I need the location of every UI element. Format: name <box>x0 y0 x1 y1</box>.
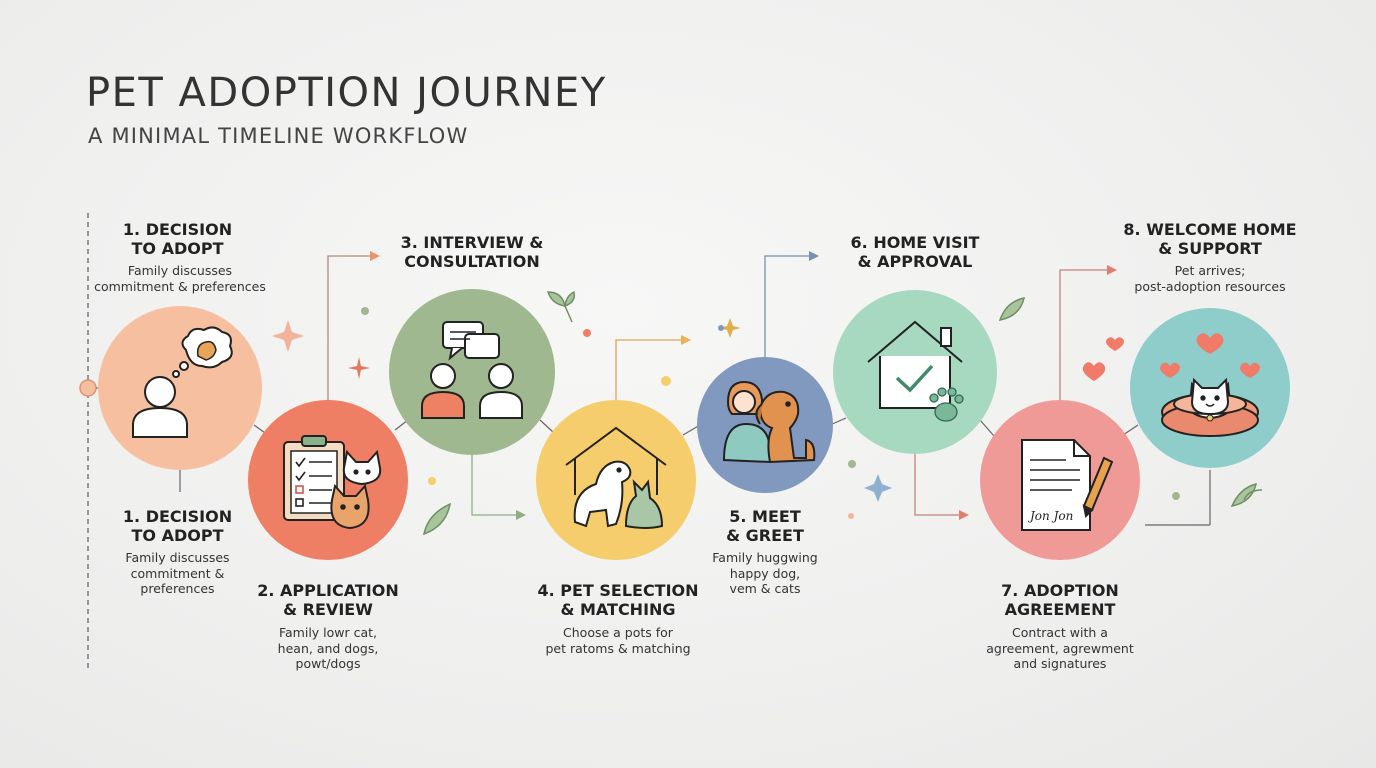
step-3-title: 3. INTERVIEW & CONSULTATION <box>400 233 544 271</box>
step-4-title: 4. PET SELECTION & MATCHING <box>537 581 699 619</box>
timeline-start-node <box>79 379 97 397</box>
step-1-duplicate-desc: Family discusses commitment & preference… <box>125 550 230 596</box>
step-5-desc: Family huggwing happy dog, vem & cats <box>712 550 818 596</box>
page-subtitle: A MINIMAL TIMELINE WORKFLOW <box>88 124 469 148</box>
house-check-paw-icon <box>867 320 964 422</box>
step-7-title: 7. ADOPTION AGREEMENT <box>1001 581 1119 619</box>
step-1-title: 1. DECISION TO ADOPT <box>122 220 233 258</box>
person-thought-dog-icon <box>132 326 233 438</box>
signature-text: Jon Jon <box>1027 509 1073 523</box>
clipboard-checklist-cats-icon <box>283 435 382 530</box>
step-8-title: 8. WELCOME HOME & SUPPORT <box>1123 220 1297 258</box>
step-2-desc: Family lowr cat, hean, and dogs, powt/do… <box>277 625 379 671</box>
step-1-desc: Family discusses commitment & preference… <box>94 263 266 294</box>
step-5-title: 5. MEET & GREET <box>726 507 804 545</box>
step-1-duplicate-title: 1. DECISION TO ADOPT <box>122 507 233 545</box>
decorations <box>272 290 1263 536</box>
hearts-decoration <box>1082 333 1260 381</box>
contract-pen-icon <box>1021 439 1114 531</box>
step-8-desc: Pet arrives; post-adoption resources <box>1134 263 1286 294</box>
step-2-title: 2. APPLICATION & REVIEW <box>257 581 399 619</box>
step-3-circle <box>389 289 555 455</box>
speech-bubbles-people-icon <box>421 321 523 419</box>
cat-in-bed-hearts-icon <box>1161 377 1259 437</box>
step-1-circle <box>98 306 262 470</box>
step-6-title: 6. HOME VISIT & APPROVAL <box>850 233 980 271</box>
page-title: PET ADOPTION JOURNEY <box>86 70 607 116</box>
house-dog-cat-icon <box>565 426 667 529</box>
person-hugging-dog-icon <box>722 380 816 464</box>
step-4-desc: Choose a pots for pet ratoms & matching <box>545 625 691 656</box>
step-7-desc: Contract with a agreement, agrewment and… <box>986 625 1134 671</box>
elbow-arrows <box>327 251 1117 520</box>
